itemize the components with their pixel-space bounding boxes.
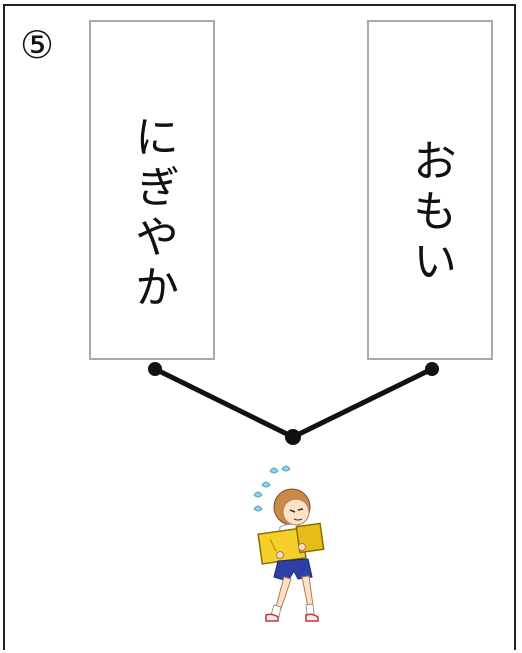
- connector-dot-right[interactable]: [425, 362, 439, 376]
- word-card-right-text: おもい: [405, 138, 456, 288]
- question-number: ⑤: [19, 23, 55, 67]
- worksheet-frame: [3, 4, 516, 650]
- connector-dot-left[interactable]: [148, 362, 162, 376]
- connector-line-left: [153, 366, 295, 440]
- word-card-right[interactable]: おもい: [367, 20, 493, 360]
- girl-carrying-heavy-box-icon: [253, 465, 325, 622]
- word-card-left-text: にぎやか: [127, 114, 178, 314]
- connector-line-right: [291, 366, 434, 440]
- word-card-left[interactable]: にぎやか: [89, 20, 215, 360]
- connector-dot-center[interactable]: [285, 429, 301, 445]
